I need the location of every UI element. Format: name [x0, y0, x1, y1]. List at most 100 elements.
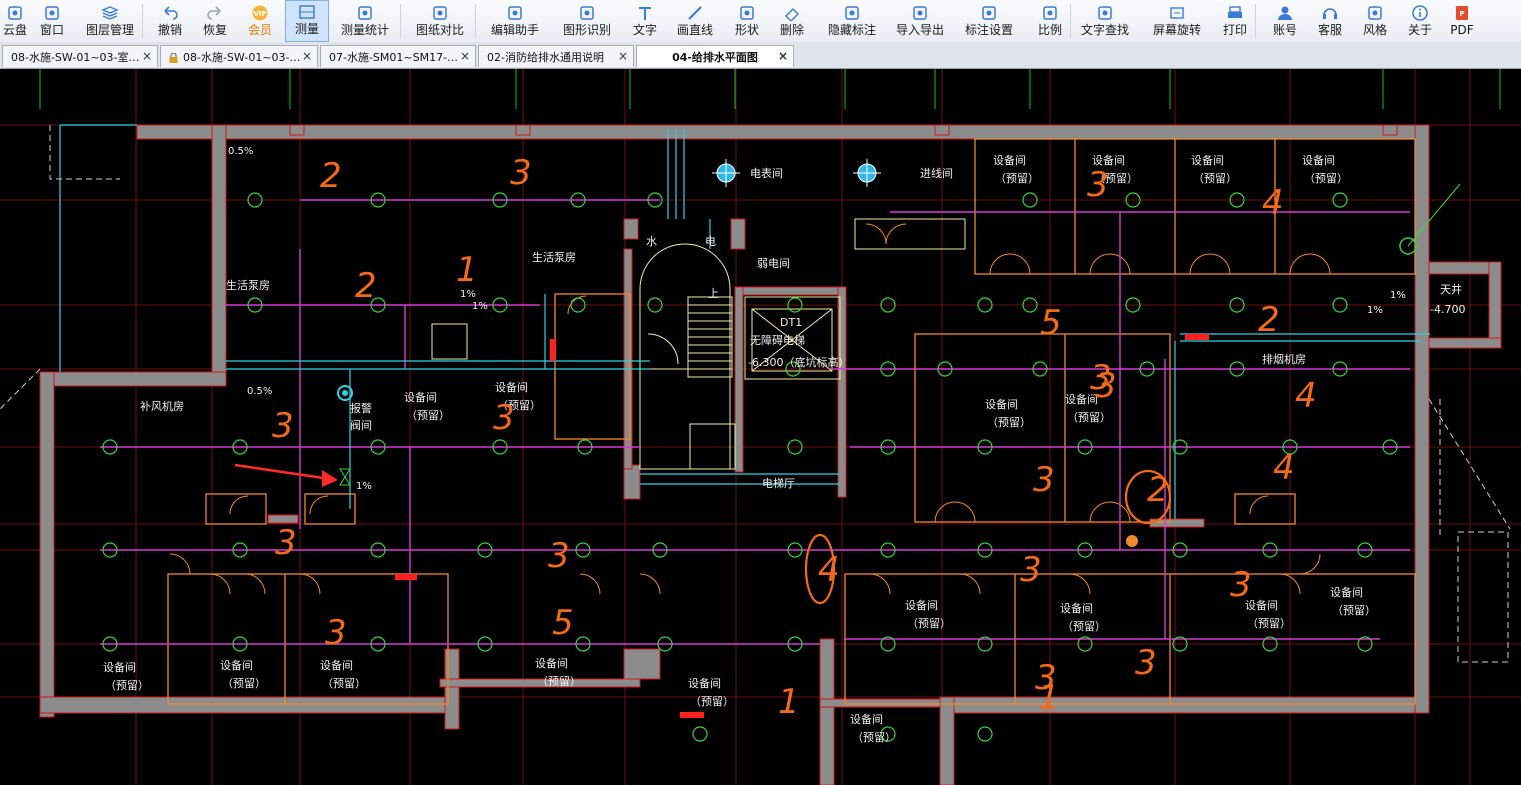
handwritten-number: 4 — [1273, 448, 1295, 488]
toolbar-separator — [142, 4, 143, 38]
toolbar-button-annotation-settings[interactable]: 标注设置 — [955, 0, 1023, 42]
import-export-icon — [913, 6, 927, 20]
sprinkler-head — [647, 192, 663, 208]
toolbar-button-info[interactable]: 关于 — [1400, 0, 1440, 42]
sprinkler-head — [570, 297, 586, 313]
close-icon[interactable]: × — [777, 49, 788, 63]
toolbar-button-account[interactable]: 账号 — [1265, 0, 1305, 42]
sprinkler-head — [977, 542, 993, 558]
sprinkler-head — [652, 542, 668, 558]
edit-assistant-icon — [508, 6, 522, 20]
slope-label: 1% — [460, 289, 476, 300]
close-icon[interactable]: × — [617, 49, 628, 63]
handwritten-number: 5 — [552, 603, 574, 643]
floor-plan-drawing[interactable]: 电表间进线间弱电间水电上DT1无障碍电梯-6.300（底坑标高）电梯厅生活泵房生… — [0, 69, 1521, 785]
document-tab[interactable]: 07-水施-SM01~SM17-…× — [320, 45, 476, 67]
document-tab-bar: 08-水施-SW-01~03-室…×08-水施-SW-01~03-…×07-水施… — [0, 42, 1521, 69]
equipment-room-label: 设备间 — [320, 658, 353, 672]
toolbar-separator — [475, 4, 476, 38]
layers-icon — [101, 6, 119, 20]
toolbar-button-shape-recognition[interactable]: 图形识别 — [555, 0, 619, 42]
annotation-settings-icon — [982, 6, 996, 20]
toolbar-button-line[interactable]: 画直线 — [670, 0, 720, 42]
pdf-icon: P — [1456, 6, 1468, 20]
toolbar-button-screen-rotate[interactable]: 屏幕旋转 — [1145, 0, 1209, 42]
handwritten-number: 3 — [275, 523, 297, 563]
document-tab[interactable]: 02-消防给排水通用说明× — [478, 45, 634, 67]
sprinkler-head — [492, 439, 508, 455]
sprinkler-head — [1077, 542, 1093, 558]
handwritten-number: 3 — [493, 398, 515, 438]
room-label: 天井 — [1440, 282, 1462, 296]
sprinkler-head — [787, 297, 803, 313]
toolbar-button-label: 云盘 — [2, 23, 27, 37]
sprinkler-head — [785, 361, 801, 377]
sprinkler-head — [880, 726, 896, 742]
room-label: -6.300（底坑标高） — [748, 355, 849, 369]
toolbar-button-edit-assistant[interactable]: 编辑助手 — [485, 0, 545, 42]
toolbar-button-label: 账号 — [1272, 23, 1297, 37]
toolbar-button-text[interactable]: 文字 — [625, 0, 665, 42]
toolbar-button-undo[interactable]: 撤销 — [150, 0, 190, 42]
cloud-disk-icon — [8, 6, 22, 20]
close-icon[interactable]: × — [301, 49, 312, 63]
sprinkler-head — [1172, 636, 1188, 652]
toolbar-button-label: 客服 — [1317, 23, 1342, 37]
sprinkler-head — [880, 297, 896, 313]
toolbar-button-label: 导入导出 — [895, 23, 944, 37]
toolbar-button-redo[interactable]: 恢复 — [195, 0, 235, 42]
text-search-icon — [1098, 6, 1112, 20]
toolbar-button-label: 图纸对比 — [415, 23, 464, 37]
toolbar-button-measure[interactable]: 测量 — [285, 0, 329, 42]
pipe-fixtures — [337, 159, 1461, 718]
slope-label: 1% — [1390, 290, 1406, 301]
equipment-room-label: 设备间 — [1191, 153, 1224, 167]
compare-icon — [433, 6, 447, 20]
close-icon[interactable]: × — [459, 49, 470, 63]
toolbar-button-label: 编辑助手 — [490, 23, 539, 37]
document-tab[interactable]: 04-给排水平面图× — [636, 45, 794, 67]
toolbar-button-window[interactable]: 窗口 — [30, 0, 74, 42]
sprinkler-head — [977, 297, 993, 313]
toolbar-button-layers[interactable]: 图层管理 — [80, 0, 140, 42]
toolbar-button-style[interactable]: 风格 — [1355, 0, 1395, 42]
document-tab[interactable]: 08-水施-SW-01~03-…× — [160, 45, 318, 67]
toolbar-button-scale[interactable]: 比例 — [1030, 0, 1070, 42]
toolbar-separator — [1070, 4, 1071, 38]
toolbar-button-import-export[interactable]: 导入导出 — [890, 0, 950, 42]
sprinkler-head — [575, 636, 591, 652]
water-supply-pipes — [59, 124, 1430, 519]
sprinkler-head — [1125, 192, 1141, 208]
toolbar-button-label: 文字 — [632, 23, 657, 37]
toolbar-button-eraser[interactable]: 删除 — [770, 0, 814, 42]
sprinkler-head — [880, 439, 896, 455]
tab-label: 07-水施-SM01~SM17-… — [329, 50, 459, 64]
stairwell-elevator — [431, 218, 966, 470]
slope-label: 0.5% — [247, 386, 272, 397]
sprinkler-head — [1229, 361, 1245, 377]
toolbar-button-hide-annotation[interactable]: 隐藏标注 — [820, 0, 884, 42]
reserved-label: （预留） — [852, 731, 896, 744]
document-tab[interactable]: 08-水施-SW-01~03-室…× — [2, 45, 158, 67]
sprinkler-head — [1332, 361, 1348, 377]
sprinkler-head — [102, 542, 118, 558]
sprinkler-head — [1172, 542, 1188, 558]
toolbar-button-headset[interactable]: 客服 — [1310, 0, 1350, 42]
room-label: 水 — [646, 235, 657, 248]
handwritten-number: 3 — [1033, 460, 1055, 500]
toolbar-button-measure-stats[interactable]: 测量统计 — [335, 0, 395, 42]
reserved-label: （预留） — [1193, 172, 1237, 185]
equipment-room-label: 设备间 — [993, 153, 1026, 167]
toolbar-button-text-search[interactable]: 文字查找 — [1075, 0, 1135, 42]
toolbar-button-print[interactable]: 打印 — [1215, 0, 1255, 42]
equipment-room-label: 设备间 — [220, 658, 253, 672]
toolbar-button-cloud-disk[interactable]: 云盘 — [0, 0, 30, 42]
print-icon — [1228, 6, 1242, 18]
close-icon[interactable]: × — [141, 49, 152, 63]
toolbar-button-shape[interactable]: 形状 — [725, 0, 769, 42]
toolbar-separator — [1255, 4, 1256, 38]
toolbar-button-compare[interactable]: 图纸对比 — [405, 0, 475, 42]
